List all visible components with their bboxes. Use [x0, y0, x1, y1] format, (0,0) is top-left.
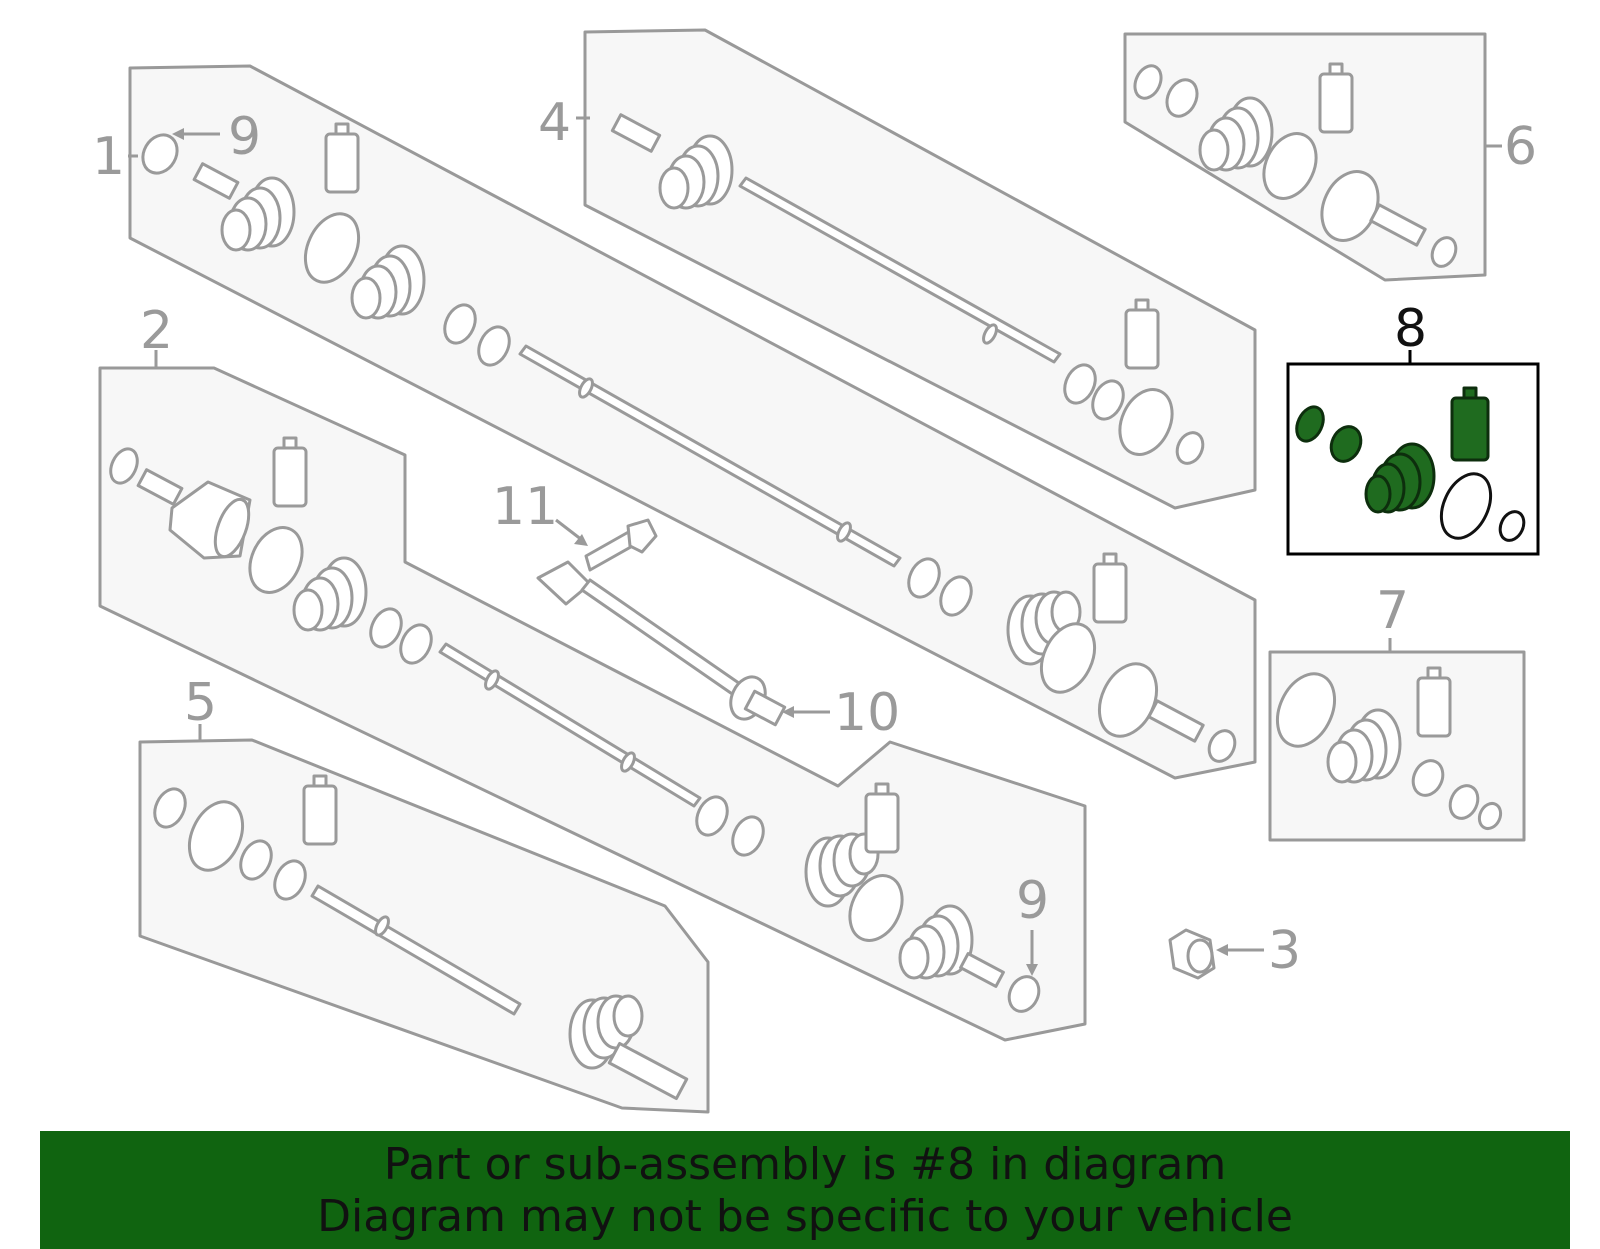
tripod-joint [136, 468, 252, 560]
callout-2: 2 [140, 301, 173, 361]
leader-lines [128, 116, 1502, 976]
bolt [584, 518, 658, 572]
outer-cv-joint [192, 162, 296, 252]
callout-8: 8 [1394, 299, 1427, 359]
callout-5: 5 [184, 673, 217, 733]
banner-line-2: Diagram may not be specific to your vehi… [317, 1191, 1293, 1242]
grease-tube [324, 122, 360, 194]
clip-ring [141, 133, 179, 175]
info-banner: Part or sub-assembly is #8 in diagram Di… [40, 1131, 1570, 1249]
panel-6 [1123, 32, 1487, 282]
panel-7 [1268, 650, 1526, 842]
callout-6: 6 [1504, 117, 1537, 177]
callout-4: 4 [538, 93, 571, 153]
intermediate-shaft [536, 560, 787, 727]
callout-9-bottom: 9 [1016, 871, 1049, 931]
highlighted-kit-8 [1286, 362, 1540, 556]
boot-clamp [303, 212, 361, 284]
banner-line-1: Part or sub-assembly is #8 in diagram [383, 1139, 1227, 1190]
ring-small [443, 303, 477, 345]
panel-4 [583, 28, 1257, 510]
panel-5 [138, 738, 710, 1114]
callout-10: 10 [834, 683, 900, 743]
axle-shaft [518, 344, 902, 568]
callout-11: 11 [492, 477, 558, 537]
callout-3: 3 [1268, 921, 1301, 981]
callout-7: 7 [1376, 581, 1409, 641]
hub-nut [1168, 928, 1216, 980]
callout-9-top: 9 [228, 107, 261, 167]
callout-1: 1 [92, 127, 125, 187]
panel-2 [98, 366, 1087, 1042]
inner-cv-joint [1097, 662, 1205, 743]
panel-1 [128, 64, 1257, 780]
outer-cv-joint-4 [610, 113, 734, 210]
